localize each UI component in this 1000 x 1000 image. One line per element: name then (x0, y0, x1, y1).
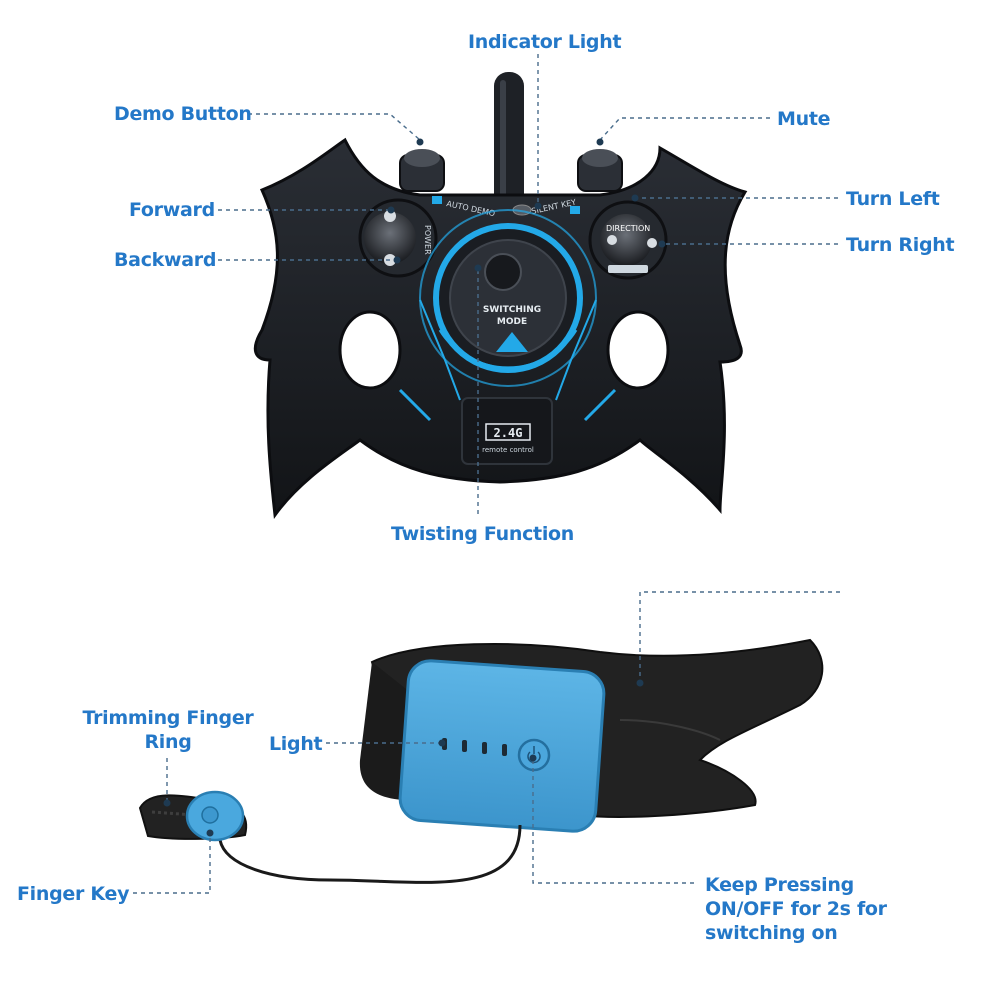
right-grip-hole (606, 310, 670, 390)
left-grip-hole (338, 310, 402, 390)
remote-controller: AUTO DEMO SILENT KEY POWER DI (253, 72, 748, 520)
switching-print: SWITCHING (483, 305, 541, 315)
antenna (494, 72, 524, 212)
wristband-device (138, 638, 824, 884)
label-indicator-light: Indicator Light (468, 31, 622, 53)
connection-cable (218, 824, 522, 884)
power-print: POWER (423, 225, 432, 255)
label-light: Light (269, 733, 323, 755)
finger-key[interactable] (185, 790, 245, 842)
twist-triangle (496, 332, 528, 352)
switching-mode-button[interactable] (484, 253, 522, 291)
leader-dots (163, 138, 666, 837)
label-finger-key: Finger Key (17, 883, 130, 905)
label-forward: Forward (129, 199, 215, 221)
label-demo-button: Demo Button (114, 103, 252, 125)
mode-print: MODE (497, 317, 527, 327)
label-keep-pressing: Keep Pressing ON/OFF for 2s for switchin… (705, 874, 887, 944)
label-mute: Mute (777, 108, 831, 130)
label-twisting-function: Twisting Function (391, 523, 575, 545)
frequency-panel (461, 397, 553, 465)
frequency-print: 2.4G (494, 426, 523, 440)
label-turn-right: Turn Right (846, 234, 955, 256)
label-backward: Backward (114, 249, 217, 271)
leader-lines (133, 54, 840, 894)
label-turn-left: Turn Left (846, 188, 940, 210)
remote-control-print: remote control (482, 446, 534, 454)
label-trimming-finger-ring: Trimming Finger Ring (82, 707, 254, 753)
right-knob[interactable] (588, 200, 668, 280)
left-knob[interactable] (358, 198, 438, 278)
direction-print: DIRECTION (606, 224, 650, 233)
demo-button[interactable] (399, 149, 445, 192)
mute-button[interactable] (577, 149, 623, 192)
